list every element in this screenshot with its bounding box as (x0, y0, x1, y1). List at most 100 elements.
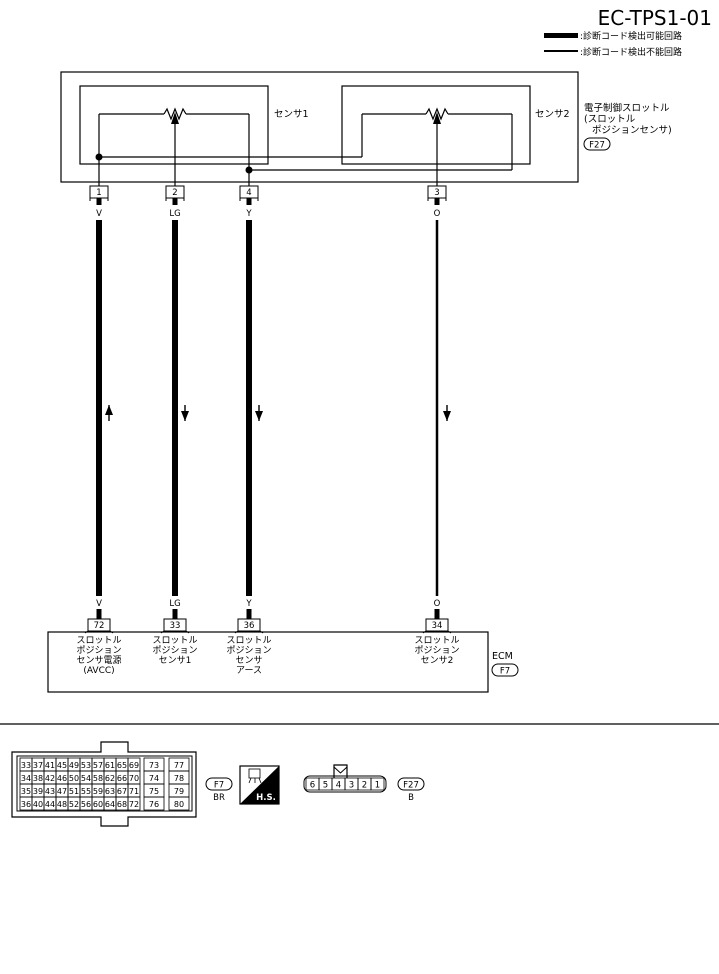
ecm-pin-foot-left (84, 630, 89, 634)
ecm-terminal-label: センサ電源 (76, 655, 121, 666)
sensor1-block: センサ1 (79, 85, 309, 186)
ecm-pin-number: 33 (170, 621, 181, 631)
sensor2-wiper-arrow (433, 112, 441, 124)
ecm-pin-number: 36 (244, 621, 255, 631)
f7-pin-number: 59 (93, 787, 103, 796)
ecm-pin-stub (96, 609, 102, 619)
f27-tag-box (397, 777, 425, 791)
f7-pin-number: 36 (21, 800, 31, 809)
f7-pin-number: 62 (105, 774, 115, 783)
sensor2-block: センサ2 (341, 85, 570, 186)
f27-pin-number: 6 (310, 781, 315, 791)
f7-pin-number: 42 (45, 774, 55, 783)
sensor1-box (79, 85, 269, 165)
f7-pin-number: 43 (45, 787, 55, 796)
f7-pin-cell (127, 796, 141, 811)
f7-pin-number: 58 (93, 774, 103, 783)
ecm-terminal-label: スロットル (152, 636, 197, 646)
sensor2-box (341, 85, 531, 165)
sensor1-resistor (163, 107, 187, 121)
ecm-pin-foot-right (185, 630, 190, 634)
f7-pin-number: 79 (174, 787, 184, 796)
f7-pin-number: 53 (81, 761, 91, 770)
f7-pin-number: 44 (45, 800, 55, 809)
sensor1-label: センサ1 (274, 109, 309, 120)
ecm-pin-box (425, 618, 449, 632)
tps-pin-stub (96, 198, 102, 205)
f7-pin-number: 75 (149, 787, 159, 796)
f7-pin-cell (168, 796, 190, 811)
f27-pin-number: 5 (323, 781, 328, 791)
ecm-pin-stub (246, 609, 252, 619)
f7-pin-number: 48 (57, 800, 67, 809)
sensor1-wiper-arrow (171, 112, 179, 124)
f27-color: B (408, 793, 414, 803)
f7-pin-number: 66 (117, 774, 127, 783)
f7-pin-number: 76 (149, 800, 159, 809)
f7-pin-number: 52 (69, 800, 79, 809)
f7-pin-number: 33 (21, 761, 31, 770)
f7-pin-number: 78 (174, 774, 184, 783)
f7-tag: F7 (214, 781, 224, 791)
legend-thick-line (544, 33, 578, 38)
f27-housing (303, 775, 387, 793)
tps-pin-stub (434, 198, 440, 205)
ecm-pin-foot-right (109, 630, 114, 634)
ecm-pin-number: 72 (94, 621, 105, 631)
ecm-pin-stub (434, 609, 440, 619)
f7-pin-number: 65 (117, 761, 127, 770)
ecm-terminal-label: センサ1 (159, 655, 192, 666)
ecm-terminal-label: センサ2 (421, 655, 454, 666)
ecm-pin-foot-left (160, 630, 165, 634)
arrow-down-icon (443, 411, 451, 421)
sensor2-label: センサ2 (535, 109, 570, 120)
ecm-pin-box (237, 618, 261, 632)
ecm-terminal-label: ポジション (226, 645, 271, 656)
throttle-connector-tag: F27 (589, 141, 605, 151)
f7-pin-number: 50 (69, 774, 79, 783)
page-id: EC-TPS1-01 (598, 6, 712, 30)
f7-pin-number: 68 (117, 800, 127, 809)
legend-thick-label: :診断コード検出可能回路 (580, 30, 682, 42)
f7-pin-number: 71 (129, 787, 139, 796)
sensor2-resistor (425, 107, 449, 121)
wire-color-top: V (96, 209, 102, 219)
ecm-terminal-label: ポジション (414, 645, 459, 656)
f7-pin-number: 73 (149, 761, 159, 770)
f7-pin-number: 51 (69, 787, 79, 796)
f7-pin-number: 61 (105, 761, 115, 770)
junction-dot-ground (245, 166, 253, 174)
throttle-name-line2: (スロットル (584, 114, 636, 125)
f7-pin-number: 54 (81, 774, 91, 783)
hs-label: H.S. (256, 793, 276, 803)
arrow-down-icon (181, 411, 189, 421)
legend: :診断コード検出可能回路 :診断コード検出不能回路 (544, 30, 682, 58)
ecm-terminal-label: スロットル (76, 636, 121, 646)
legend-thin-label: :診断コード検出不能回路 (580, 46, 682, 58)
f27-pin-number: 2 (362, 781, 367, 791)
f7-pin-number: 57 (93, 761, 103, 770)
f7-pin-number: 74 (149, 774, 159, 783)
f27-pin-number: 3 (349, 781, 354, 791)
f7-pin-number: 41 (45, 761, 55, 770)
f27-pin-cell (370, 777, 385, 791)
ecm-terminal-label: センサ (235, 655, 262, 666)
f7-pin-number: 63 (105, 787, 115, 796)
f7-pin-number: 60 (93, 800, 103, 809)
f7-pin-number: 46 (57, 774, 67, 783)
ecm-pin-box (87, 618, 111, 632)
tps-pin-stub (246, 198, 252, 205)
ecm-pin-foot-left (422, 630, 427, 634)
f7-pin-number: 35 (21, 787, 31, 796)
f7-color: BR (213, 793, 225, 803)
ecm-box (47, 631, 489, 693)
ecm-name: ECM (492, 651, 513, 662)
wire-color-top: LG (169, 209, 180, 219)
ecm-terminal-label: ポジション (152, 645, 197, 656)
f27-tag: F27 (403, 781, 419, 791)
